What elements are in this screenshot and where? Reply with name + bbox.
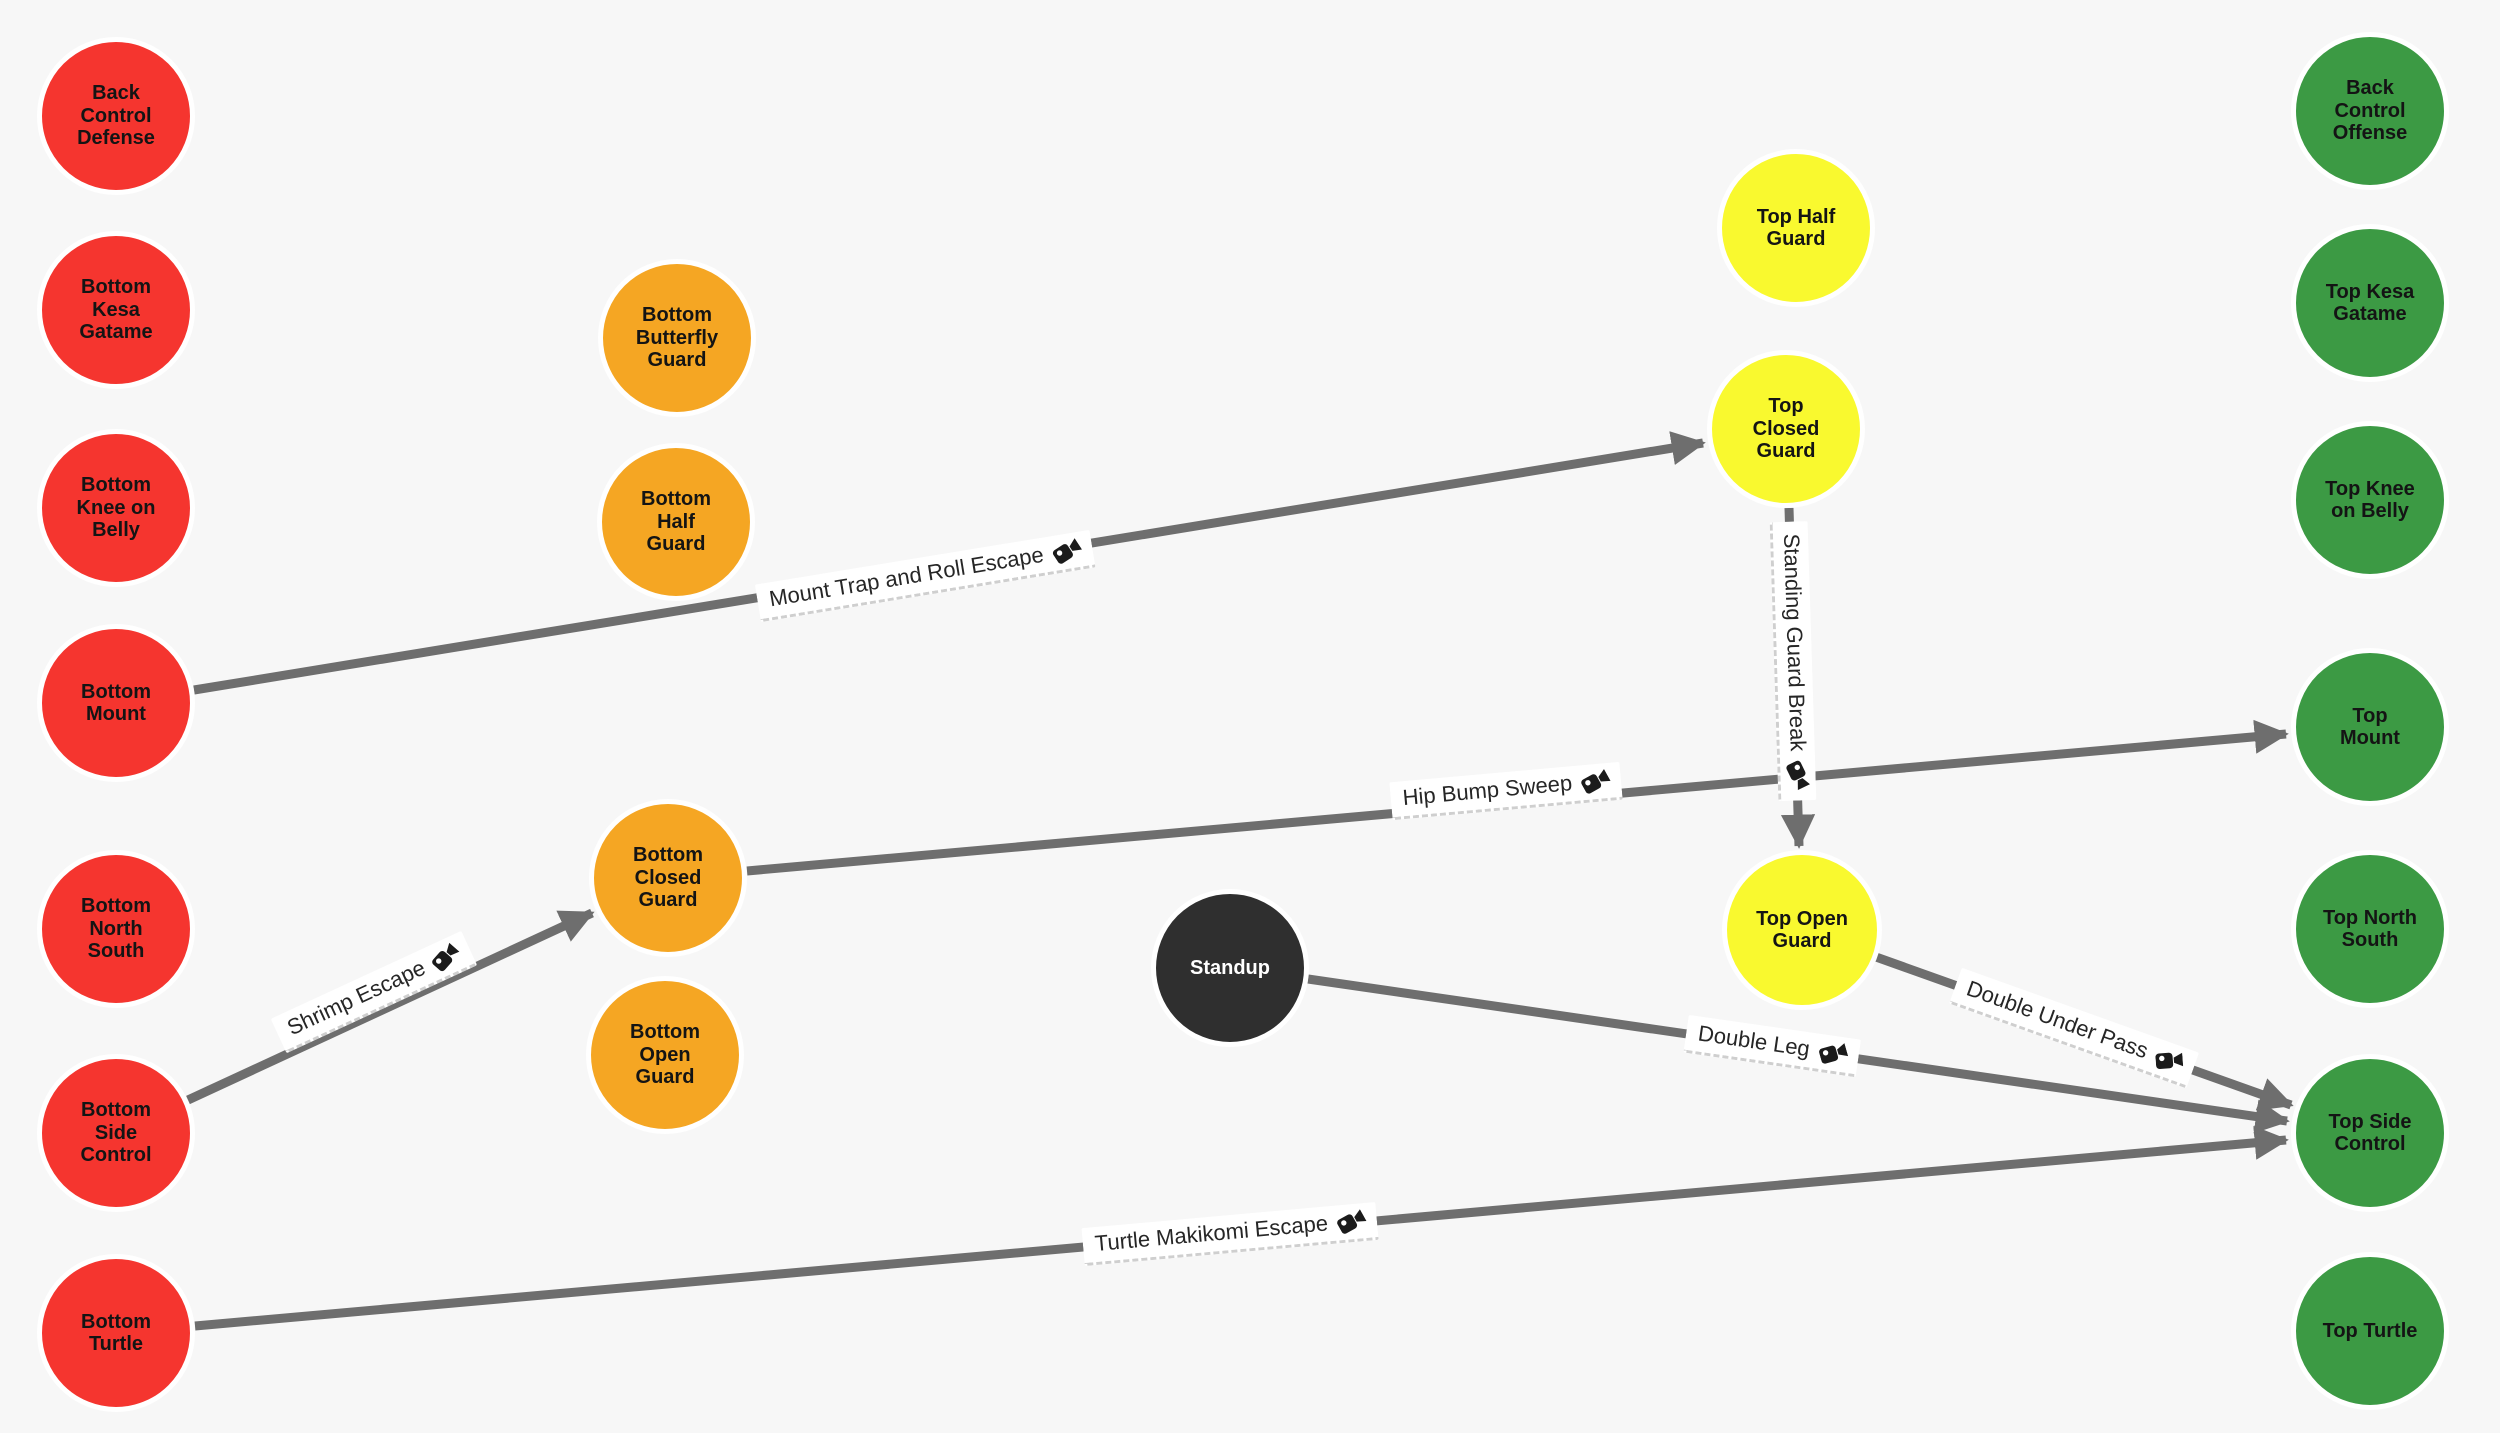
node-top-open-guard[interactable]: Top Open Guard xyxy=(1722,850,1882,1010)
node-bottom-closed-guard[interactable]: Bottom Closed Guard xyxy=(589,799,747,957)
edge-label-hip-bump-sweep[interactable]: Hip Bump Sweep xyxy=(1389,761,1623,821)
node-top-side-control[interactable]: Top Side Control xyxy=(2291,1054,2449,1212)
edge-label-standing-guard-break[interactable]: Standing Guard Break xyxy=(1769,521,1817,801)
node-top-half-guard[interactable]: Top Half Guard xyxy=(1717,149,1875,307)
edge-label-shrimp-escape[interactable]: Shrimp Escape xyxy=(270,930,478,1054)
node-top-turtle[interactable]: Top Turtle xyxy=(2291,1252,2449,1410)
node-bottom-open-guard[interactable]: Bottom Open Guard xyxy=(586,976,744,1134)
node-bottom-butterfly-guard[interactable]: Bottom Butterfly Guard xyxy=(598,259,756,417)
node-top-kesa-gatame[interactable]: Top Kesa Gatame xyxy=(2291,224,2449,382)
edge-label-mount-trap-and-roll-escape[interactable]: Mount Trap and Roll Escape xyxy=(754,529,1096,623)
video-camera-icon xyxy=(1337,1208,1367,1234)
node-bottom-side-control[interactable]: Bottom Side Control xyxy=(37,1054,195,1212)
edge-shrimp-escape-line xyxy=(186,908,595,1105)
node-bottom-north-south[interactable]: Bottom North South xyxy=(37,850,195,1008)
node-top-mount[interactable]: Top Mount xyxy=(2291,648,2449,806)
node-bottom-turtle[interactable]: Bottom Turtle xyxy=(37,1254,195,1412)
video-camera-icon xyxy=(1052,537,1082,564)
edge-label-text: Standing Guard Break xyxy=(1779,533,1811,752)
video-camera-icon xyxy=(1818,1040,1848,1065)
video-camera-icon xyxy=(429,942,462,972)
edge-label-double-under-pass[interactable]: Double Under Pass xyxy=(1949,967,2199,1089)
node-back-control-defense[interactable]: Back Control Defense xyxy=(37,37,195,195)
video-camera-icon xyxy=(1581,768,1611,794)
node-bottom-knee-on-belly[interactable]: Bottom Knee on Belly xyxy=(37,429,195,587)
node-top-knee-on-belly[interactable]: Top Knee on Belly xyxy=(2291,421,2449,579)
node-bottom-mount[interactable]: Bottom Mount xyxy=(37,624,195,782)
video-camera-icon xyxy=(2153,1046,2185,1075)
edge-label-turtle-makikomi-escape[interactable]: Turtle Makikomi Escape xyxy=(1081,1201,1379,1267)
video-camera-icon xyxy=(1786,760,1811,790)
node-bottom-half-guard[interactable]: Bottom Half Guard xyxy=(597,443,755,601)
node-top-north-south[interactable]: Top North South xyxy=(2291,850,2449,1008)
node-back-control-offense[interactable]: Back Control Offense xyxy=(2291,32,2449,190)
node-standup[interactable]: Standup xyxy=(1151,889,1309,1047)
edge-label-double-leg[interactable]: Double Leg xyxy=(1683,1014,1861,1078)
node-bottom-kesa-gatame[interactable]: Bottom Kesa Gatame xyxy=(37,231,195,389)
node-top-closed-guard[interactable]: Top Closed Guard xyxy=(1707,350,1865,508)
